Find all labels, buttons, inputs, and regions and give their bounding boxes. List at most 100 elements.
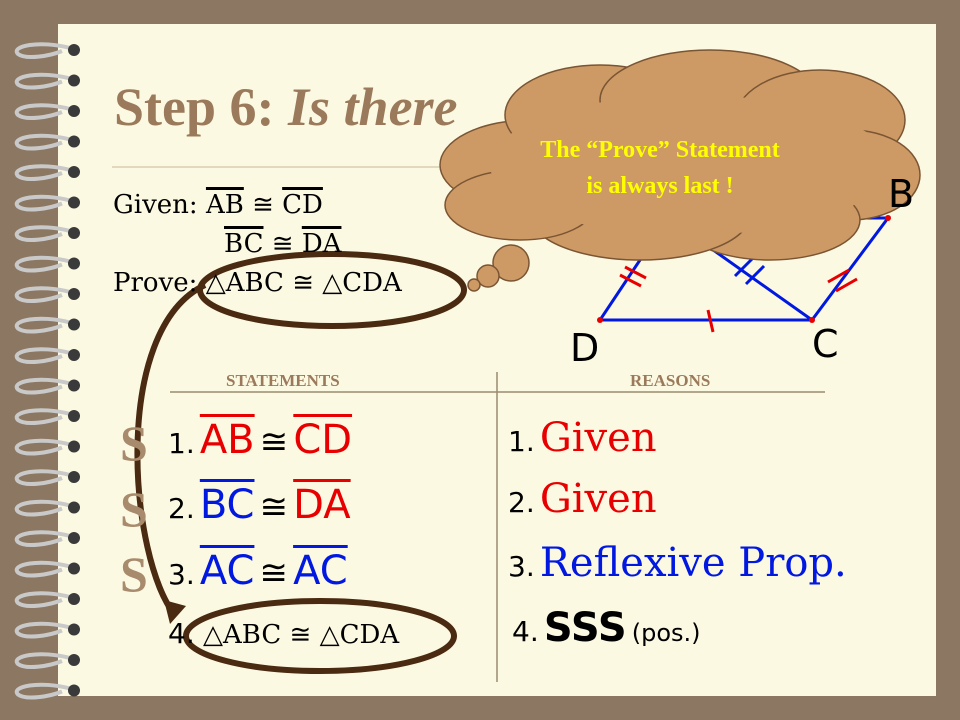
congruent-symbol: ≅ (259, 487, 289, 527)
ring-hole (68, 257, 80, 270)
step4-highlight-circle (183, 598, 457, 674)
given-line-1: Given: AB ≅ CD (113, 190, 323, 220)
connector-arrow (134, 282, 207, 617)
spiral-ring (14, 103, 71, 121)
vertex-c (809, 317, 815, 323)
spiral-ring (14, 164, 71, 182)
reason-row-4: 4. SSS (pos.) (512, 605, 701, 651)
vertex-b (885, 215, 891, 221)
congruent-symbol: ≅ (271, 229, 294, 259)
statement-2-right: DA (293, 482, 351, 528)
bubble-tail-medium (476, 264, 500, 288)
ring-hole (68, 684, 80, 697)
reason-4-extra: (pos.) (631, 619, 701, 647)
ring-hole (68, 166, 80, 178)
given-label: Given: (113, 190, 198, 220)
ring-hole (68, 44, 80, 56)
ring-hole (68, 623, 80, 636)
reasons-header: REASONS (630, 371, 711, 390)
triangle-icon: △ (322, 268, 343, 298)
slide-title: Step 6: Is there (114, 77, 458, 137)
spiral-ring (14, 316, 71, 334)
triangle-icon: △ (205, 268, 226, 298)
reason-3-text: Reflexive Prop. (539, 540, 847, 586)
spiral-ring (14, 286, 71, 304)
statement-4-left: ABC (222, 620, 282, 650)
prove-triangle-cda: CDA (342, 268, 402, 298)
spiral-ring (14, 499, 71, 517)
given-line-2: BC ≅ DA (224, 229, 341, 259)
spiral-ring (14, 133, 71, 151)
reason-row-3: 3. Reflexive Prop. (508, 540, 847, 586)
spiral-ring (14, 72, 71, 90)
ring-hole (68, 562, 80, 575)
tick-ac-1 (733, 256, 755, 278)
spiral-ring (14, 560, 71, 578)
spiral-ring (14, 682, 71, 700)
bubble-tail-large (492, 244, 530, 282)
bubble-text: The “Prove” Statement is always last ! (470, 132, 850, 204)
spiral-ring (14, 652, 71, 670)
ring-hole (68, 440, 80, 453)
spiral-ring (14, 408, 71, 426)
congruent-symbol: ≅ (259, 422, 289, 462)
congruent-symbol: ≅ (252, 190, 274, 220)
ring-hole (68, 135, 80, 148)
statement-3-left: AC (199, 548, 255, 594)
point-label-c: C (812, 322, 839, 366)
spiral-ring (14, 42, 71, 60)
ring-hole (68, 593, 80, 605)
statements-header: STATEMENTS (226, 371, 340, 390)
tick-da-2 (624, 265, 647, 280)
thought-bubble (439, 49, 921, 292)
prove-label: Prove: (113, 268, 198, 298)
connector-arrowhead (164, 600, 186, 624)
ring-hole (68, 532, 80, 544)
tick-bc-2 (835, 277, 858, 293)
statement-row-3: 3. AC ≅ AC (168, 548, 348, 594)
spiral-ring (14, 255, 71, 273)
spiral-ring (14, 469, 71, 487)
reason-row-1: 1. Given (508, 415, 657, 461)
ring-hole (68, 227, 80, 239)
spiral-ring (14, 621, 71, 639)
ring-hole (68, 196, 80, 209)
statement-2-left: BC (199, 482, 255, 528)
given-segment-cd: CD (282, 190, 323, 220)
tick-da-1 (619, 273, 642, 288)
point-label-b: B (888, 172, 915, 216)
spiral-ring (14, 530, 71, 548)
bubble-line-1: The “Prove” Statement (540, 137, 780, 163)
given-segment-da: DA (301, 229, 342, 259)
tick-bc-1 (827, 268, 850, 284)
congruent-symbol: ≅ (259, 553, 289, 593)
ring-hole (68, 379, 80, 392)
ring-hole (68, 501, 80, 514)
spiral-ring (14, 438, 71, 456)
spiral-ring (14, 347, 71, 365)
triangle-icon: △ (202, 620, 223, 650)
reason-1-text: Given (539, 415, 657, 461)
congruent-symbol: ≅ (289, 620, 312, 650)
sss-letter-2: S (120, 481, 148, 537)
ring-hole (68, 410, 80, 422)
statement-row-1: 1. AB ≅ CD (168, 417, 353, 463)
spiral-ring (14, 194, 71, 212)
triangle-icon: △ (319, 620, 340, 650)
spiral-ring (14, 377, 71, 395)
statement-row-4: 4. △ABC ≅ △CDA (168, 617, 400, 650)
ring-hole (68, 105, 80, 117)
prove-line: Prove: △ABC ≅ △CDA (113, 268, 402, 298)
given-segment-bc: BC (224, 229, 264, 259)
ring-hole (68, 288, 80, 300)
statement-4-right: CDA (339, 620, 400, 650)
spiral-ring (14, 591, 71, 609)
congruent-symbol: ≅ (292, 268, 315, 298)
sss-letter-3: S (120, 546, 148, 602)
reason-4-text: SSS (543, 605, 627, 651)
spiral-rings (14, 42, 80, 700)
reason-row-2: 2. Given (508, 476, 657, 522)
bubble-tail-small (467, 278, 481, 292)
